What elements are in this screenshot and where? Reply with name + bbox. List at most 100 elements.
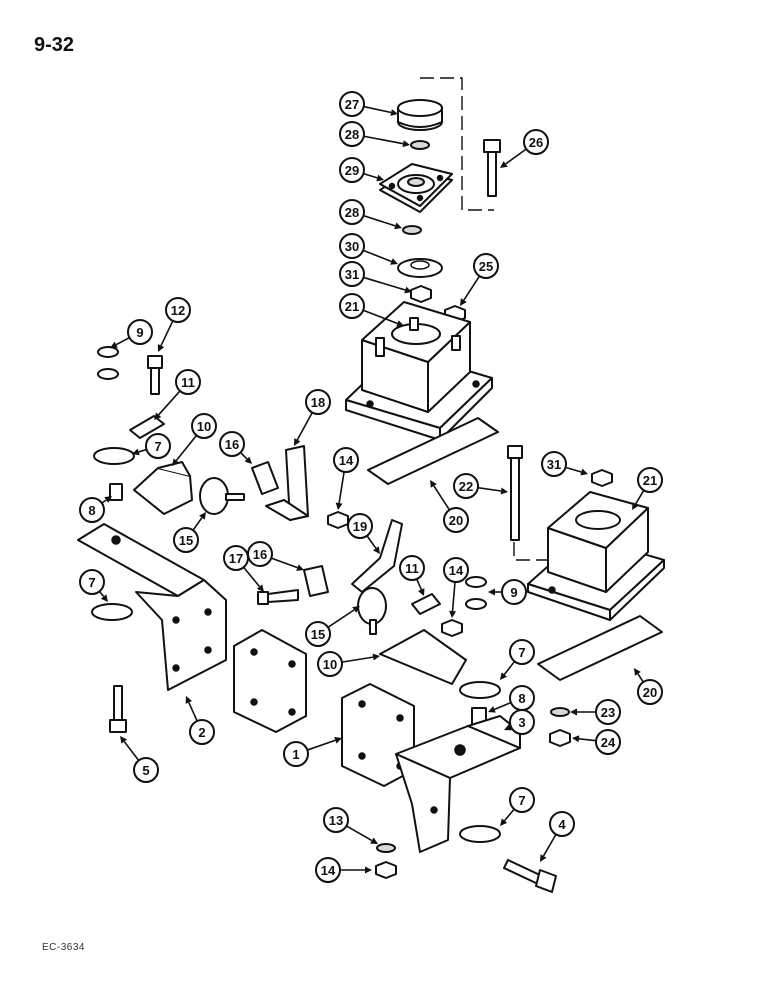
callout-leader-17 [243,566,261,588]
washer-9-c [465,576,487,588]
callout-number: 24 [601,735,616,750]
callout-18: 18 [305,389,331,415]
callout-number: 23 [601,705,615,720]
callout-circle [443,557,469,583]
callout-leader-28 [363,135,404,145]
callout-arrowhead-17 [256,584,264,592]
callout-circle [637,679,663,705]
washer-9-b [97,368,119,380]
callout-4: 4 [549,811,575,837]
callout-circle [339,121,365,147]
callout-number: 22 [459,479,473,494]
callout-arrowhead-20 [634,668,641,676]
callout-circle [399,555,425,581]
callout-leader-20 [637,673,645,683]
callout-leader-7 [503,660,516,675]
callout-number: 27 [345,97,359,112]
callout-number: 30 [345,239,359,254]
callout-number: 16 [253,547,267,562]
callout-leader-13 [346,825,373,842]
rubber-mount-15-upper [199,477,245,515]
callout-leader-21 [634,489,645,505]
callout-circle [317,651,343,677]
callout-number: 3 [518,715,525,730]
callout-arrowhead-2 [185,696,193,704]
callout-circle [523,129,549,155]
callout-20: 20 [637,679,663,705]
callout-15: 15 [173,527,199,553]
callout-arrowhead-31 [580,468,588,476]
washer-28-upper [410,140,430,150]
callout-15: 15 [305,621,331,647]
callout-number: 7 [518,645,525,660]
nut-14-upper [327,511,349,529]
callout-10: 10 [191,413,217,439]
callout-number: 29 [345,163,359,178]
washer-13 [376,843,396,853]
callout-circle [133,757,159,783]
callout-circle [339,199,365,225]
bolt-4 [503,859,557,893]
callout-10: 10 [317,651,343,677]
callout-number: 10 [323,657,337,672]
washer-28-lower [402,225,422,235]
lower-mount-centerline [513,542,552,561]
callout-7: 7 [79,569,105,595]
callout-circle [189,719,215,745]
callout-leader-21 [362,309,398,325]
callout-leader-12 [160,320,174,347]
top-mount-centerline [420,77,494,211]
bolt-17 [257,589,299,605]
callout-circle [173,527,199,553]
callout-leader-15 [192,517,203,531]
callout-leader-19 [366,535,377,549]
callout-leader-8 [494,701,512,711]
callout-arrowhead-23 [570,708,577,716]
callout-circle [443,507,469,533]
callout-circle [339,293,365,319]
callout-28: 28 [339,199,365,225]
callout-23: 23 [595,699,621,725]
callout-leader-30 [362,249,392,263]
callout-leader-11 [158,390,181,416]
washer-7-middle [459,681,501,699]
callout-9: 9 [127,319,153,345]
callout-number: 8 [518,691,525,706]
callout-arrowhead-1 [334,736,342,744]
callout-leader-16 [271,557,298,569]
callout-circle [509,709,535,735]
callout-24: 24 [595,729,621,755]
spacer-8-upper [109,483,123,501]
callout-leader-7 [503,808,515,822]
callout-arrowhead-9 [110,341,118,348]
callout-arrowhead-16 [296,564,304,571]
washer-9-d [465,598,487,610]
callout-27: 27 [339,91,365,117]
callout-arrowhead-27 [390,109,398,116]
callout-leader-9 [115,336,130,346]
callout-circle [473,253,499,279]
bracket-3 [395,715,521,853]
callout-arrowhead-10 [172,458,180,466]
callout-26: 26 [523,129,549,155]
callout-14: 14 [443,557,469,583]
callout-7: 7 [145,433,171,459]
callout-19: 19 [347,513,373,539]
rubber-washer-30 [397,258,443,278]
callout-arrowhead-19 [373,546,380,554]
callout-leader-22 [477,486,502,492]
bracket-10-upper [133,461,193,515]
callout-leader-7 [138,448,147,453]
plate-16-lower [303,565,329,597]
rubber-mount-15-lower [357,587,387,635]
nut-14-lower [375,861,397,879]
callout-arrowhead-8 [488,706,496,713]
callout-arrowhead-12 [157,344,165,352]
callout-1: 1 [283,741,309,767]
callout-arrowhead-3 [504,723,512,731]
callout-circle [339,261,365,287]
callout-arrowhead-9 [488,588,495,596]
callout-number: 10 [197,419,211,434]
callout-number: 7 [154,439,161,454]
callout-number: 2 [198,725,205,740]
